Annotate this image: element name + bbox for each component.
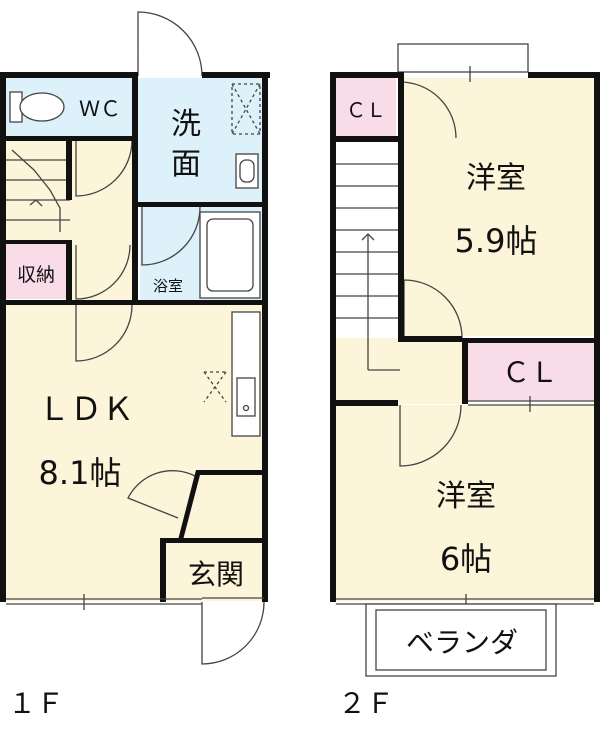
window-2f-top [397,43,529,82]
doors-1f [75,11,265,665]
room1-size-label: 5.9帖 [455,222,538,260]
balcony [365,603,557,677]
hall-2f-floor [336,338,466,404]
window-1f-bottom [6,594,264,610]
floor-2-label: ２Ｆ [338,687,394,720]
closet-mid-label: ＣＬ [502,356,558,389]
room1-floor [402,78,594,336]
floor-2: ＣＬ 洋室 5.9帖 ＣＬ 洋室 6帖 ベランダ ２Ｆ [330,43,600,720]
walls-1f [0,72,270,602]
storage-floor [6,244,66,299]
washroom-label-bottom: 面 [171,147,201,182]
closet-mid-front [468,396,594,412]
closet-small-label: ＣＬ [346,98,386,122]
washroom-label-top: 洗 [171,107,201,142]
doors-2f [399,81,463,467]
ldk-size-label: 8.1帖 [39,454,122,492]
ldk-label: ＬＤＫ [38,390,134,428]
entrance-floor [166,540,262,601]
hall-floor [70,140,134,303]
room2-floor [336,405,594,601]
toilet-icon [9,91,65,123]
entrance-label: 玄関 [188,558,244,591]
wc-label: ＷＣ [79,97,121,121]
walls-2f [330,72,600,602]
closet-mid-floor [468,343,594,401]
floor-1-label: １Ｆ [8,687,64,720]
room2-label: 洋室 [436,479,496,514]
stairs-1f [6,149,70,232]
bath-label: 浴室 [153,277,183,295]
room1-label: 洋室 [466,161,526,196]
stair-floor-1 [6,140,70,240]
kitchen-counter [203,311,261,437]
washbasin-icon [231,83,261,189]
balcony-label: ベランダ [406,626,518,659]
closet-small-floor [336,78,396,136]
bathtub-icon [199,211,261,299]
floor-1: ＷＣ 洗 面 浴室 収納 ＬＤＫ 8.1帖 玄関 １Ｆ [0,11,270,720]
room2-size-label: 6帖 [440,540,492,578]
stairs-2f [336,163,400,371]
storage-label: 収納 [17,264,55,286]
